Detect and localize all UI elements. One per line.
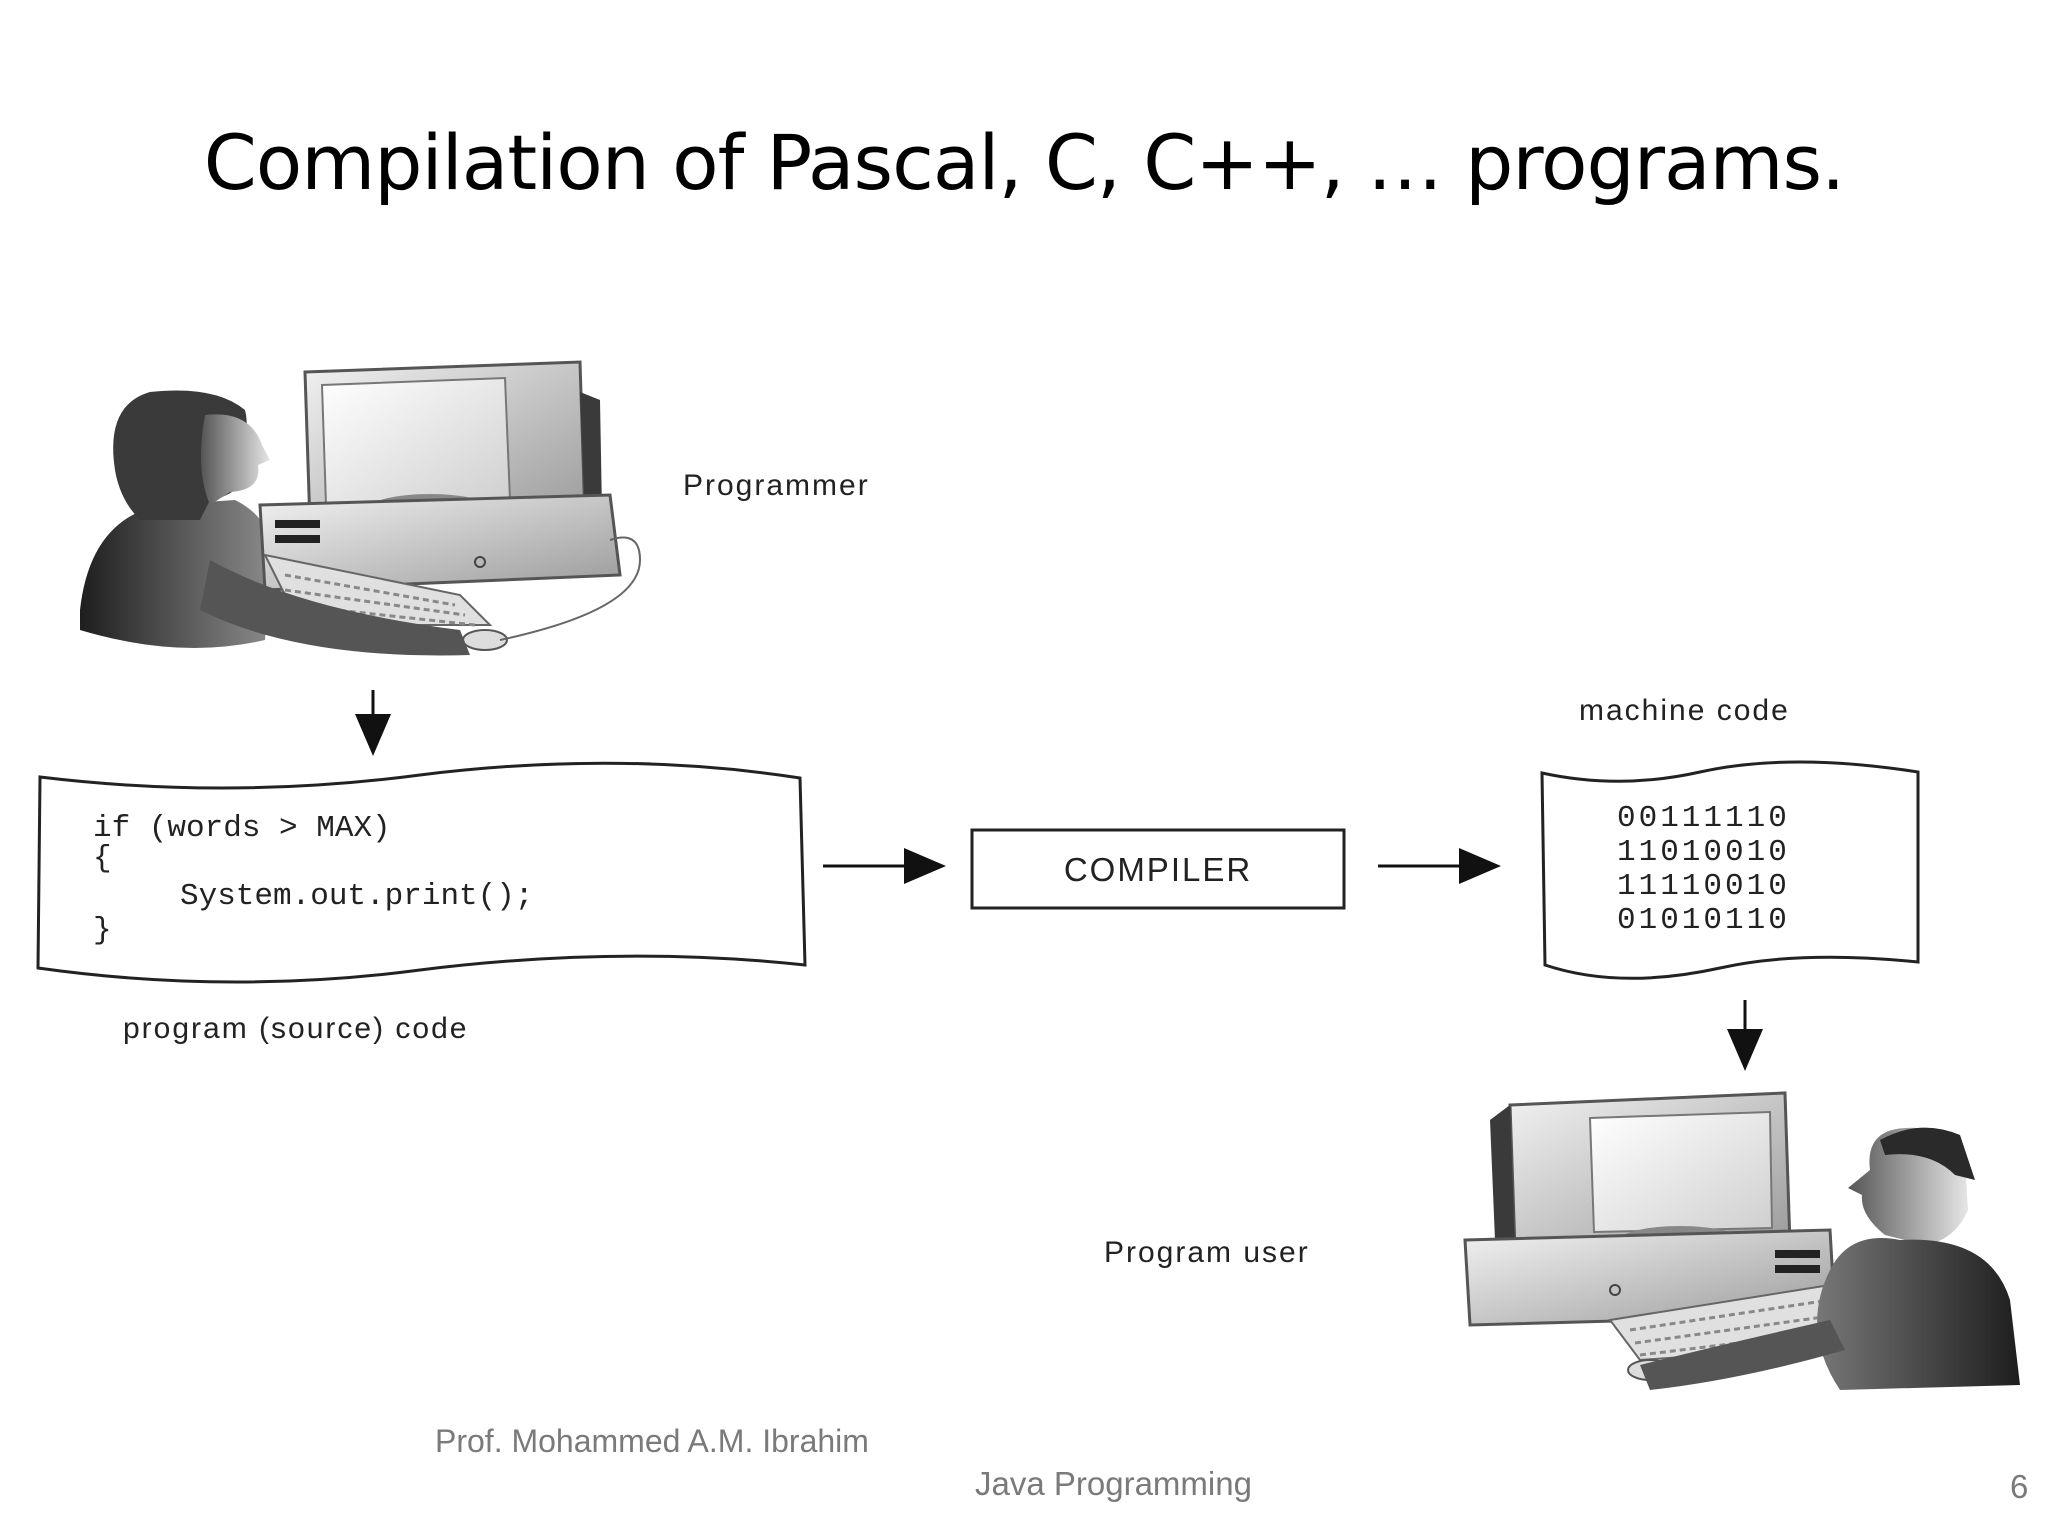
footer-author: Prof. Mohammed A.M. Ibrahim (435, 1423, 869, 1459)
slide-title: Compilation of Pascal, C, C++, … program… (203, 118, 1846, 207)
machine-code-document (1540, 760, 1920, 980)
source-code-line: } (93, 913, 112, 948)
program-user-label: Program user (1104, 1236, 1310, 1269)
source-code-label: program (source) code (123, 1012, 468, 1045)
source-code-line: { (93, 841, 112, 876)
footer-course: Java Programming (975, 1465, 1252, 1502)
programmer-illustration (80, 360, 642, 656)
compiler-label: COMPILER (1064, 851, 1252, 888)
source-code-line: System.out.print(); (180, 879, 533, 914)
source-code-document (36, 761, 807, 984)
programmer-label: Programmer (683, 469, 870, 502)
machine-code-line: 11110010 (1617, 869, 1790, 904)
compiler-box (970, 828, 1346, 910)
machine-code-label: machine code (1579, 694, 1790, 727)
machine-code-line: 00111110 (1617, 801, 1790, 836)
source-code-line: if (words > MAX) (93, 811, 391, 846)
machine-code-line: 01010110 (1617, 903, 1790, 938)
program-user-illustration (1463, 1091, 2020, 1390)
machine-code-line: 11010010 (1617, 835, 1790, 870)
slide-number: 6 (2010, 1468, 2029, 1505)
